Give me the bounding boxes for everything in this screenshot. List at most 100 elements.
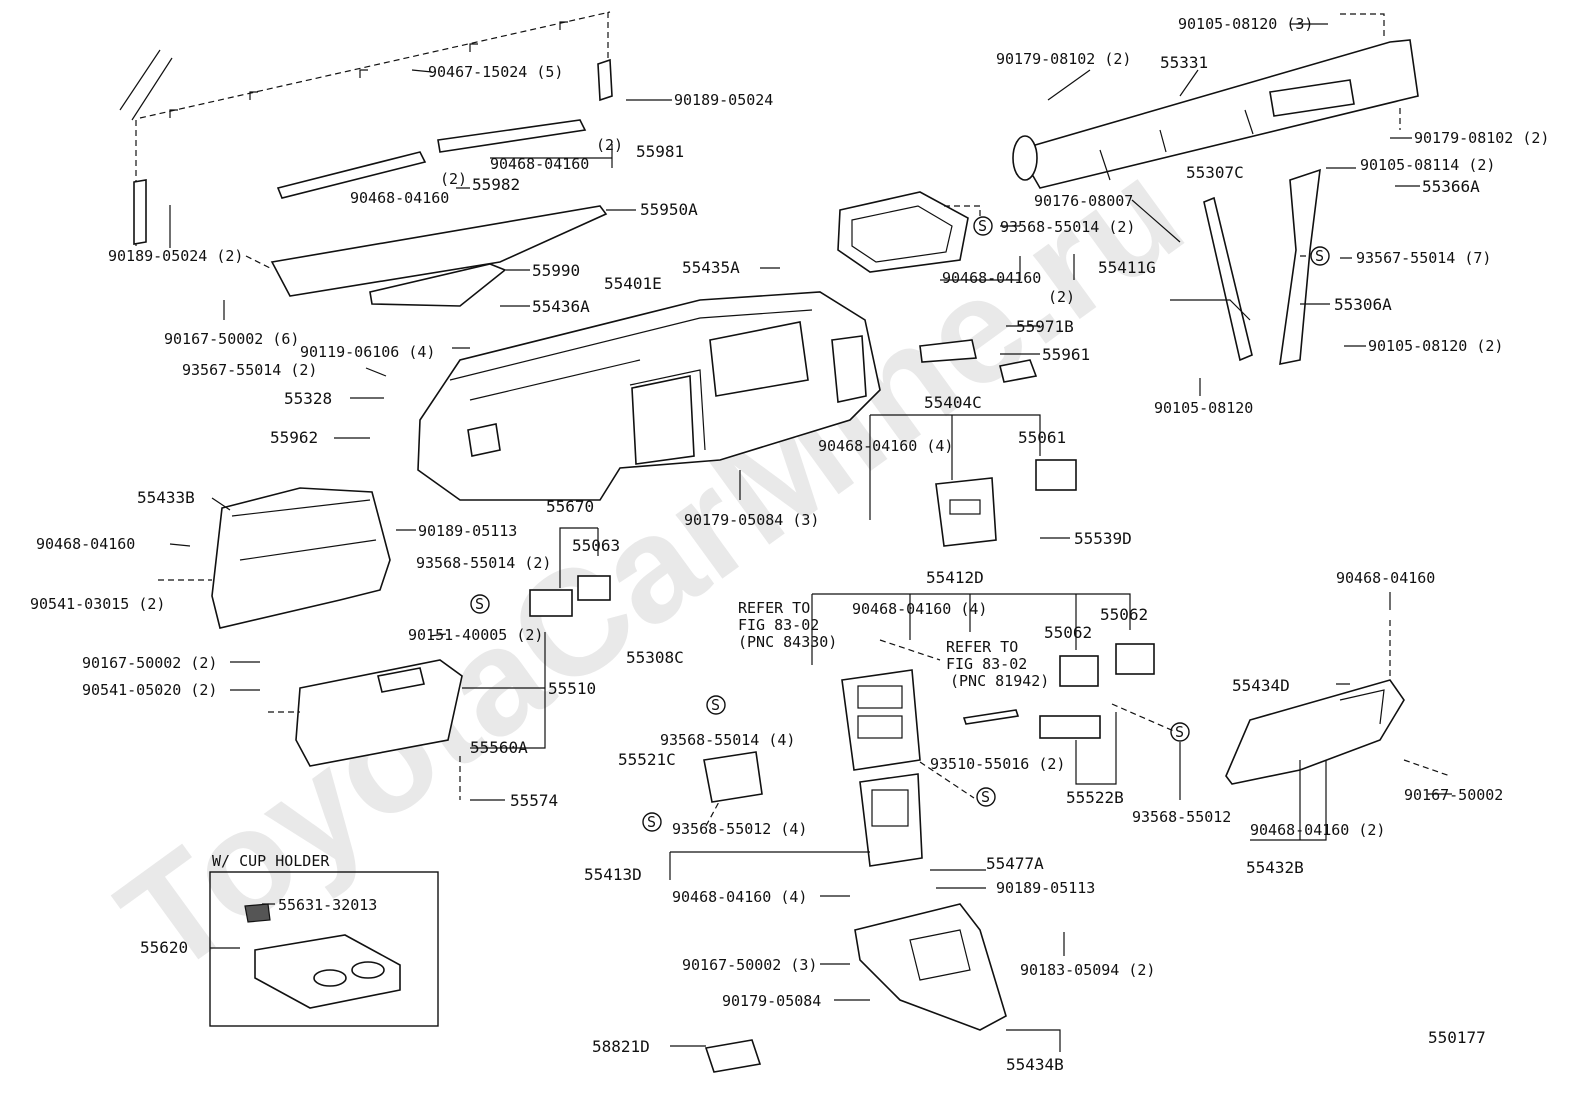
callout-90541-03015: 90541-03015 (2): [30, 595, 165, 613]
svg-text:S: S: [1175, 723, 1184, 741]
callout-90468-04160-d: 90468-04160: [942, 269, 1041, 287]
callout-55981: 55981: [636, 142, 684, 161]
callout-90468-04160-4b: 90468-04160 (4): [852, 600, 987, 618]
svg-text:S: S: [711, 696, 720, 714]
callout-55404C: 55404C: [924, 393, 982, 412]
windshield-outline: [119, 11, 613, 250]
callout-55062-a: 55062: [1044, 623, 1092, 642]
callout-55435A: 55435A: [682, 258, 740, 277]
callout-qty-2c: (2): [1048, 288, 1075, 306]
callout-55962: 55962: [270, 428, 318, 447]
callout-90468-04160-4a: 90468-04160 (4): [818, 437, 953, 455]
callout-55412D: 55412D: [926, 568, 984, 587]
console-55434B: [854, 903, 1007, 1031]
callout-58821D: 58821D: [592, 1037, 650, 1056]
callout-90468-04160-a: 90468-04160: [490, 155, 589, 173]
vent-55063: [577, 575, 611, 601]
cup-holder-frame: [209, 871, 439, 1027]
vent-55062b: [1115, 643, 1155, 675]
callout-90189-05024-2: 90189-05024 (2): [108, 247, 243, 265]
strip-81942: [962, 709, 1020, 725]
callout-93568-55014-4: 93568-55014 (4): [660, 731, 795, 749]
callout-90189-05113-b: 90189-05113: [996, 879, 1095, 897]
center-cluster-55412D: [841, 669, 921, 771]
callout-55411G: 55411G: [1098, 258, 1156, 277]
brace-55307C: [1170, 196, 1253, 362]
svg-text:S: S: [981, 788, 990, 806]
callout-55982: 55982: [472, 175, 520, 194]
callout-93568-55014-2b: 93568-55014 (2): [1000, 218, 1135, 236]
defroster-nozzle-upper: [276, 119, 587, 199]
callout-55062-b: 55062: [1100, 605, 1148, 624]
callout-55631-32013: 55631-32013: [278, 896, 377, 914]
callout-90105-08120: 90105-08120: [1154, 399, 1253, 417]
svg-text:S: S: [978, 217, 987, 235]
callout-55366A: 55366A: [1422, 177, 1480, 196]
callout-55560A: 55560A: [470, 738, 528, 757]
callout-90189-05113-a: 90189-05113: [418, 522, 517, 540]
callout-55434B: 55434B: [1006, 1055, 1064, 1074]
callout-55432B: 55432B: [1246, 858, 1304, 877]
callout-55063: 55063: [572, 536, 620, 555]
defroster-panel: [270, 205, 608, 307]
callout-55401E: 55401E: [604, 274, 662, 293]
callout-55331: 55331: [1160, 53, 1208, 72]
callout-55670: 55670: [546, 497, 594, 516]
part-55522B: [1039, 715, 1101, 739]
brace-55306A: [1279, 168, 1321, 366]
callout-55328: 55328: [284, 389, 332, 408]
callout-90105-08120-2: 90105-08120 (2): [1368, 337, 1503, 355]
svg-text:S: S: [475, 595, 484, 613]
callout-90167-50002-a: 90167-50002: [1404, 786, 1503, 804]
callout-90167-50002-6: 90167-50002 (6): [164, 330, 299, 348]
callout-55307C: 55307C: [1186, 163, 1244, 182]
callout-pnc-81942: (PNC 81942): [950, 672, 1049, 690]
pocket-55521C: [703, 751, 763, 803]
callout-90179-08102-a: 90179-08102 (2): [996, 50, 1131, 68]
callout-55522B: 55522B: [1066, 788, 1124, 807]
callout-90468-04160-b: 90468-04160: [350, 189, 449, 207]
svg-text:S: S: [647, 813, 656, 831]
callout-refer-to-a: REFER TO: [738, 599, 810, 617]
callout-55971B: 55971B: [1016, 317, 1074, 336]
cup-holder-55620: [244, 903, 401, 1009]
svg-text:S: S: [1315, 247, 1324, 265]
callout-55961: 55961: [1042, 345, 1090, 364]
callout-fig-83-02-a: FIG 83-02: [738, 616, 819, 634]
vent-55061: [1035, 459, 1077, 491]
callout-55574: 55574: [510, 791, 558, 810]
callout-93568-55014-2a: 93568-55014 (2): [416, 554, 551, 572]
callout-fig-83-02-b: FIG 83-02: [946, 655, 1027, 673]
callout-90179-05084-3: 90179-05084 (3): [684, 511, 819, 529]
callout-55306A: 55306A: [1334, 295, 1392, 314]
callout-90176-08007: 90176-08007: [1034, 192, 1133, 210]
callout-55510: 55510: [548, 679, 596, 698]
callout-90167-50002-3: 90167-50002 (3): [682, 956, 817, 974]
callout-90183-05094: 90183-05094 (2): [1020, 961, 1155, 979]
center-panel-55413D: [859, 773, 923, 867]
glove-box-55510: [295, 659, 463, 767]
callout-93567-55014-7: 93567-55014 (7): [1356, 249, 1491, 267]
callout-90179-05084: 90179-05084: [722, 992, 821, 1010]
callout-90468-04160-4c: 90468-04160 (4): [672, 888, 807, 906]
callout-55434D: 55434D: [1232, 676, 1290, 695]
callout-55539D: 55539D: [1074, 529, 1132, 548]
figure-number: 550177: [1428, 1028, 1486, 1047]
callout-pnc-84330: (PNC 84330): [738, 633, 837, 651]
callout-90468-04160-2: 90468-04160 (2): [1250, 821, 1385, 839]
callout-55308C: 55308C: [626, 648, 684, 667]
callout-qty-2b: (2): [440, 170, 467, 188]
part-55961: [999, 359, 1038, 383]
center-bezel-55404C: [935, 477, 997, 547]
callout-55477A: 55477A: [986, 854, 1044, 873]
callout-93568-55012: 93568-55012: [1132, 808, 1231, 826]
tray-58821D: [704, 1039, 762, 1073]
callout-90189-05024: 90189-05024: [674, 91, 773, 109]
callout-90468-04160-e: 90468-04160: [1336, 569, 1435, 587]
callout-90151-40005: 90151-40005 (2): [408, 626, 543, 644]
callout-90119-06106: 90119-06106 (4): [300, 343, 435, 361]
lower-panel-55432B: [1225, 679, 1405, 785]
callout-55436A: 55436A: [532, 297, 590, 316]
glove-box-upper-55433B: [211, 487, 391, 629]
